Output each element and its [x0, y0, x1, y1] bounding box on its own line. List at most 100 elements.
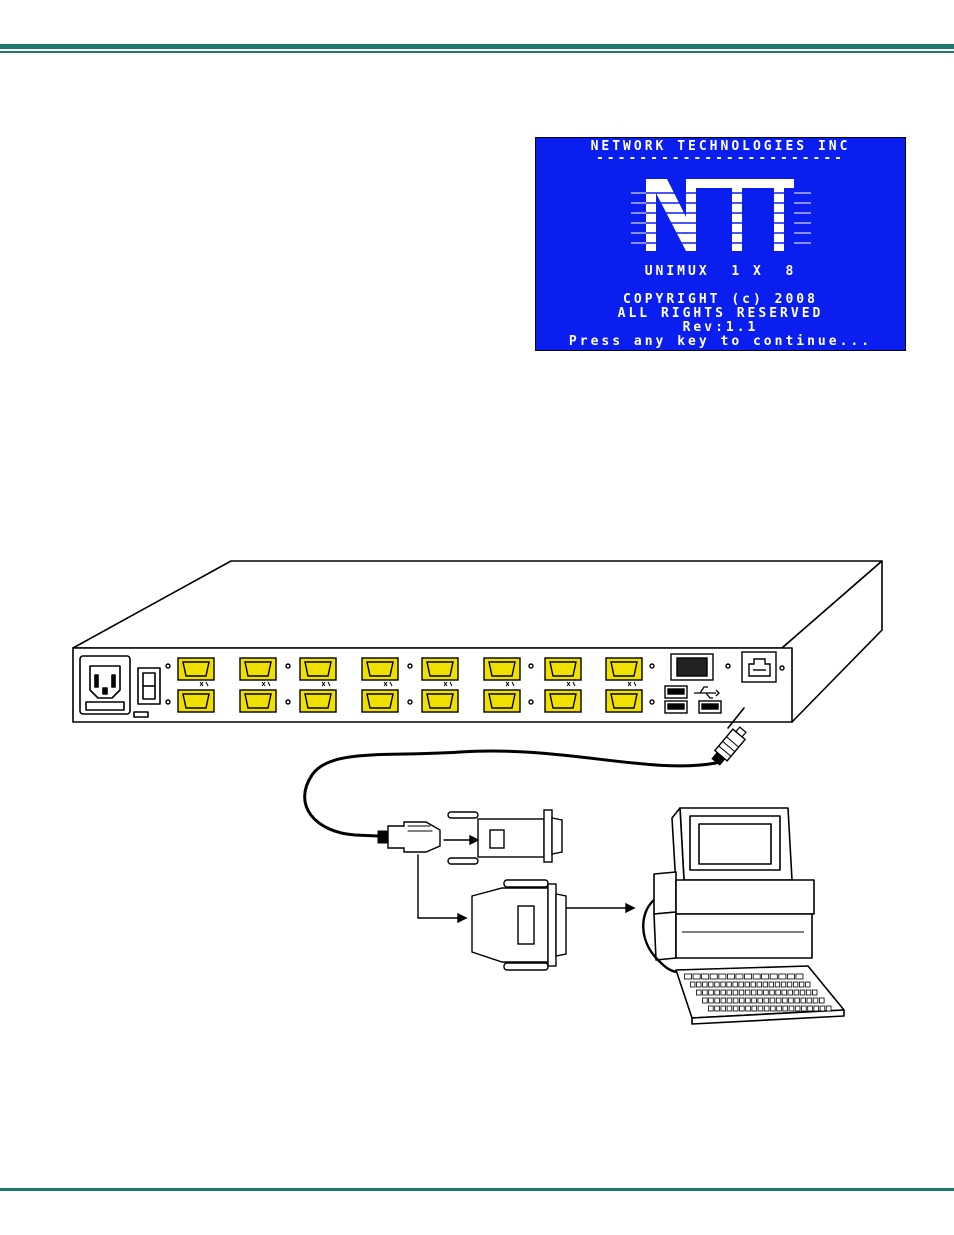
keyboard-key: [782, 990, 787, 995]
keyboard-key: [787, 974, 794, 979]
keyboard-key: [826, 1006, 831, 1011]
serial-port: [422, 690, 458, 712]
keyboard-key: [796, 974, 803, 979]
keyboard-key: [789, 998, 794, 1003]
header-rule-thin: [0, 51, 954, 53]
keyboard-key: [802, 1006, 807, 1011]
keyboard-key: [758, 998, 763, 1003]
keyboard-key: [752, 1006, 757, 1011]
keyboard-key: [787, 982, 792, 987]
splash-product: UNIMUX 1 X 8: [536, 265, 905, 279]
keyboard-key: [758, 990, 763, 995]
keyboard-key: [783, 1006, 788, 1011]
nti-logo: [631, 173, 811, 255]
keyboard-key: [814, 1006, 819, 1011]
keyboard-key: [783, 998, 788, 1003]
keyboard-key: [721, 990, 726, 995]
db25-adapter: [472, 880, 566, 970]
keyboard-key: [769, 982, 774, 987]
keyboard-key: [736, 974, 743, 979]
keyboard-key: [719, 974, 726, 979]
db25-adapter: [448, 810, 562, 864]
keyboard-key: [777, 1006, 782, 1011]
keyboard-key: [806, 990, 811, 995]
keyboard-key: [793, 982, 798, 987]
keyboard-key: [776, 998, 781, 1003]
keyboard-key: [715, 990, 720, 995]
keyboard-key: [795, 1006, 800, 1011]
keyboard-key: [709, 1006, 714, 1011]
splash-prompt: Press any key to continue...: [536, 335, 905, 349]
keyboard-key: [703, 998, 708, 1003]
keyboard-key: [685, 974, 692, 979]
serial-port: [178, 658, 214, 680]
serial-port: [545, 690, 581, 712]
keyboard-key: [745, 982, 750, 987]
keyboard-key: [764, 1006, 769, 1011]
keyboard-key: [745, 974, 752, 979]
serial-port: [422, 658, 458, 680]
keyboard-key: [819, 998, 824, 1003]
header-rule-thick: [0, 44, 954, 49]
keyboard-key: [781, 982, 786, 987]
keyboard-key: [812, 990, 817, 995]
splash-copyright: COPYRIGHT (c) 2008: [536, 293, 905, 307]
keyboard-key: [727, 1006, 732, 1011]
keyboard-key: [764, 990, 769, 995]
keyboard-key: [770, 974, 777, 979]
splash-screen: NETWORK TECHNOLOGIES INC ---------------…: [535, 137, 906, 351]
keyboard-key: [691, 982, 696, 987]
keyboard-key: [702, 974, 709, 979]
keyboard-key: [727, 998, 732, 1003]
serial-port: [606, 690, 642, 712]
keyboard-key: [733, 990, 738, 995]
keyboard-key: [709, 998, 714, 1003]
rj45-plug: [710, 725, 749, 767]
serial-port: [606, 658, 642, 680]
serial-port: [545, 658, 581, 680]
keyboard-key: [776, 990, 781, 995]
keyboard-key: [801, 998, 806, 1003]
keyboard-key: [779, 974, 786, 979]
splash-divider: -----------------------: [536, 152, 905, 166]
keyboard-key: [740, 1006, 745, 1011]
keyboard-key: [715, 998, 720, 1003]
keyboard-key: [807, 998, 812, 1003]
serial-port: [178, 690, 214, 712]
keyboard-key: [697, 990, 702, 995]
keyboard-key: [751, 990, 756, 995]
keyboard-key: [709, 990, 714, 995]
keyboard-key: [746, 1006, 751, 1011]
serial-port: [240, 690, 276, 712]
connection-diagram: [0, 540, 954, 1040]
serial-port: [300, 658, 336, 680]
keyboard-key: [789, 1006, 794, 1011]
keyboard-key: [771, 1006, 776, 1011]
keyboard-key: [727, 990, 732, 995]
keyboard-key: [721, 982, 726, 987]
keyboard-key: [775, 982, 780, 987]
keyboard-key: [733, 982, 738, 987]
keyboard-key: [715, 1006, 720, 1011]
splash-revision: Rev:1.1: [536, 321, 905, 335]
serial-port: [240, 658, 276, 680]
serial-port: [484, 690, 520, 712]
keyboard-key: [739, 998, 744, 1003]
keyboard-key: [703, 982, 708, 987]
keyboard-key: [770, 990, 775, 995]
keyboard-key: [795, 998, 800, 1003]
keyboard-key: [800, 990, 805, 995]
keyboard-key: [752, 998, 757, 1003]
keyboard-key: [799, 982, 804, 987]
keyboard-key: [764, 998, 769, 1003]
serial-port: [484, 658, 520, 680]
keyboard-key: [806, 982, 811, 987]
keyboard-key: [770, 998, 775, 1003]
keyboard-key: [745, 990, 750, 995]
keyboard-key: [709, 982, 714, 987]
keyboard-key: [808, 1006, 813, 1011]
serial-port: [300, 690, 336, 712]
keyboard-key: [757, 982, 762, 987]
keyboard-key: [746, 998, 751, 1003]
keyboard-key: [703, 990, 708, 995]
